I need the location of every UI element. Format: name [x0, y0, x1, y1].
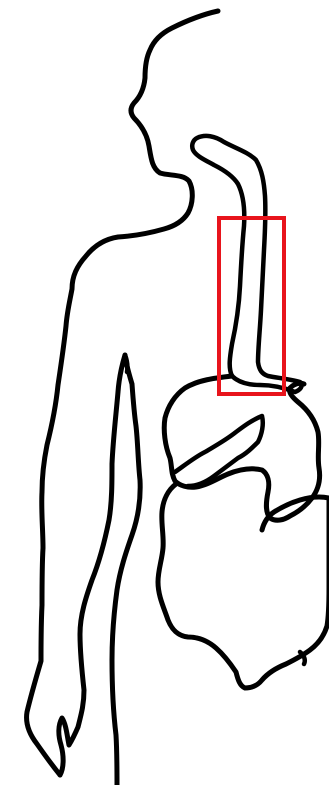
armpit-line	[125, 355, 127, 372]
body-silhouette	[27, 11, 218, 785]
hand-outline	[59, 355, 140, 785]
head-neck-outline	[27, 11, 218, 775]
liver	[158, 484, 329, 688]
